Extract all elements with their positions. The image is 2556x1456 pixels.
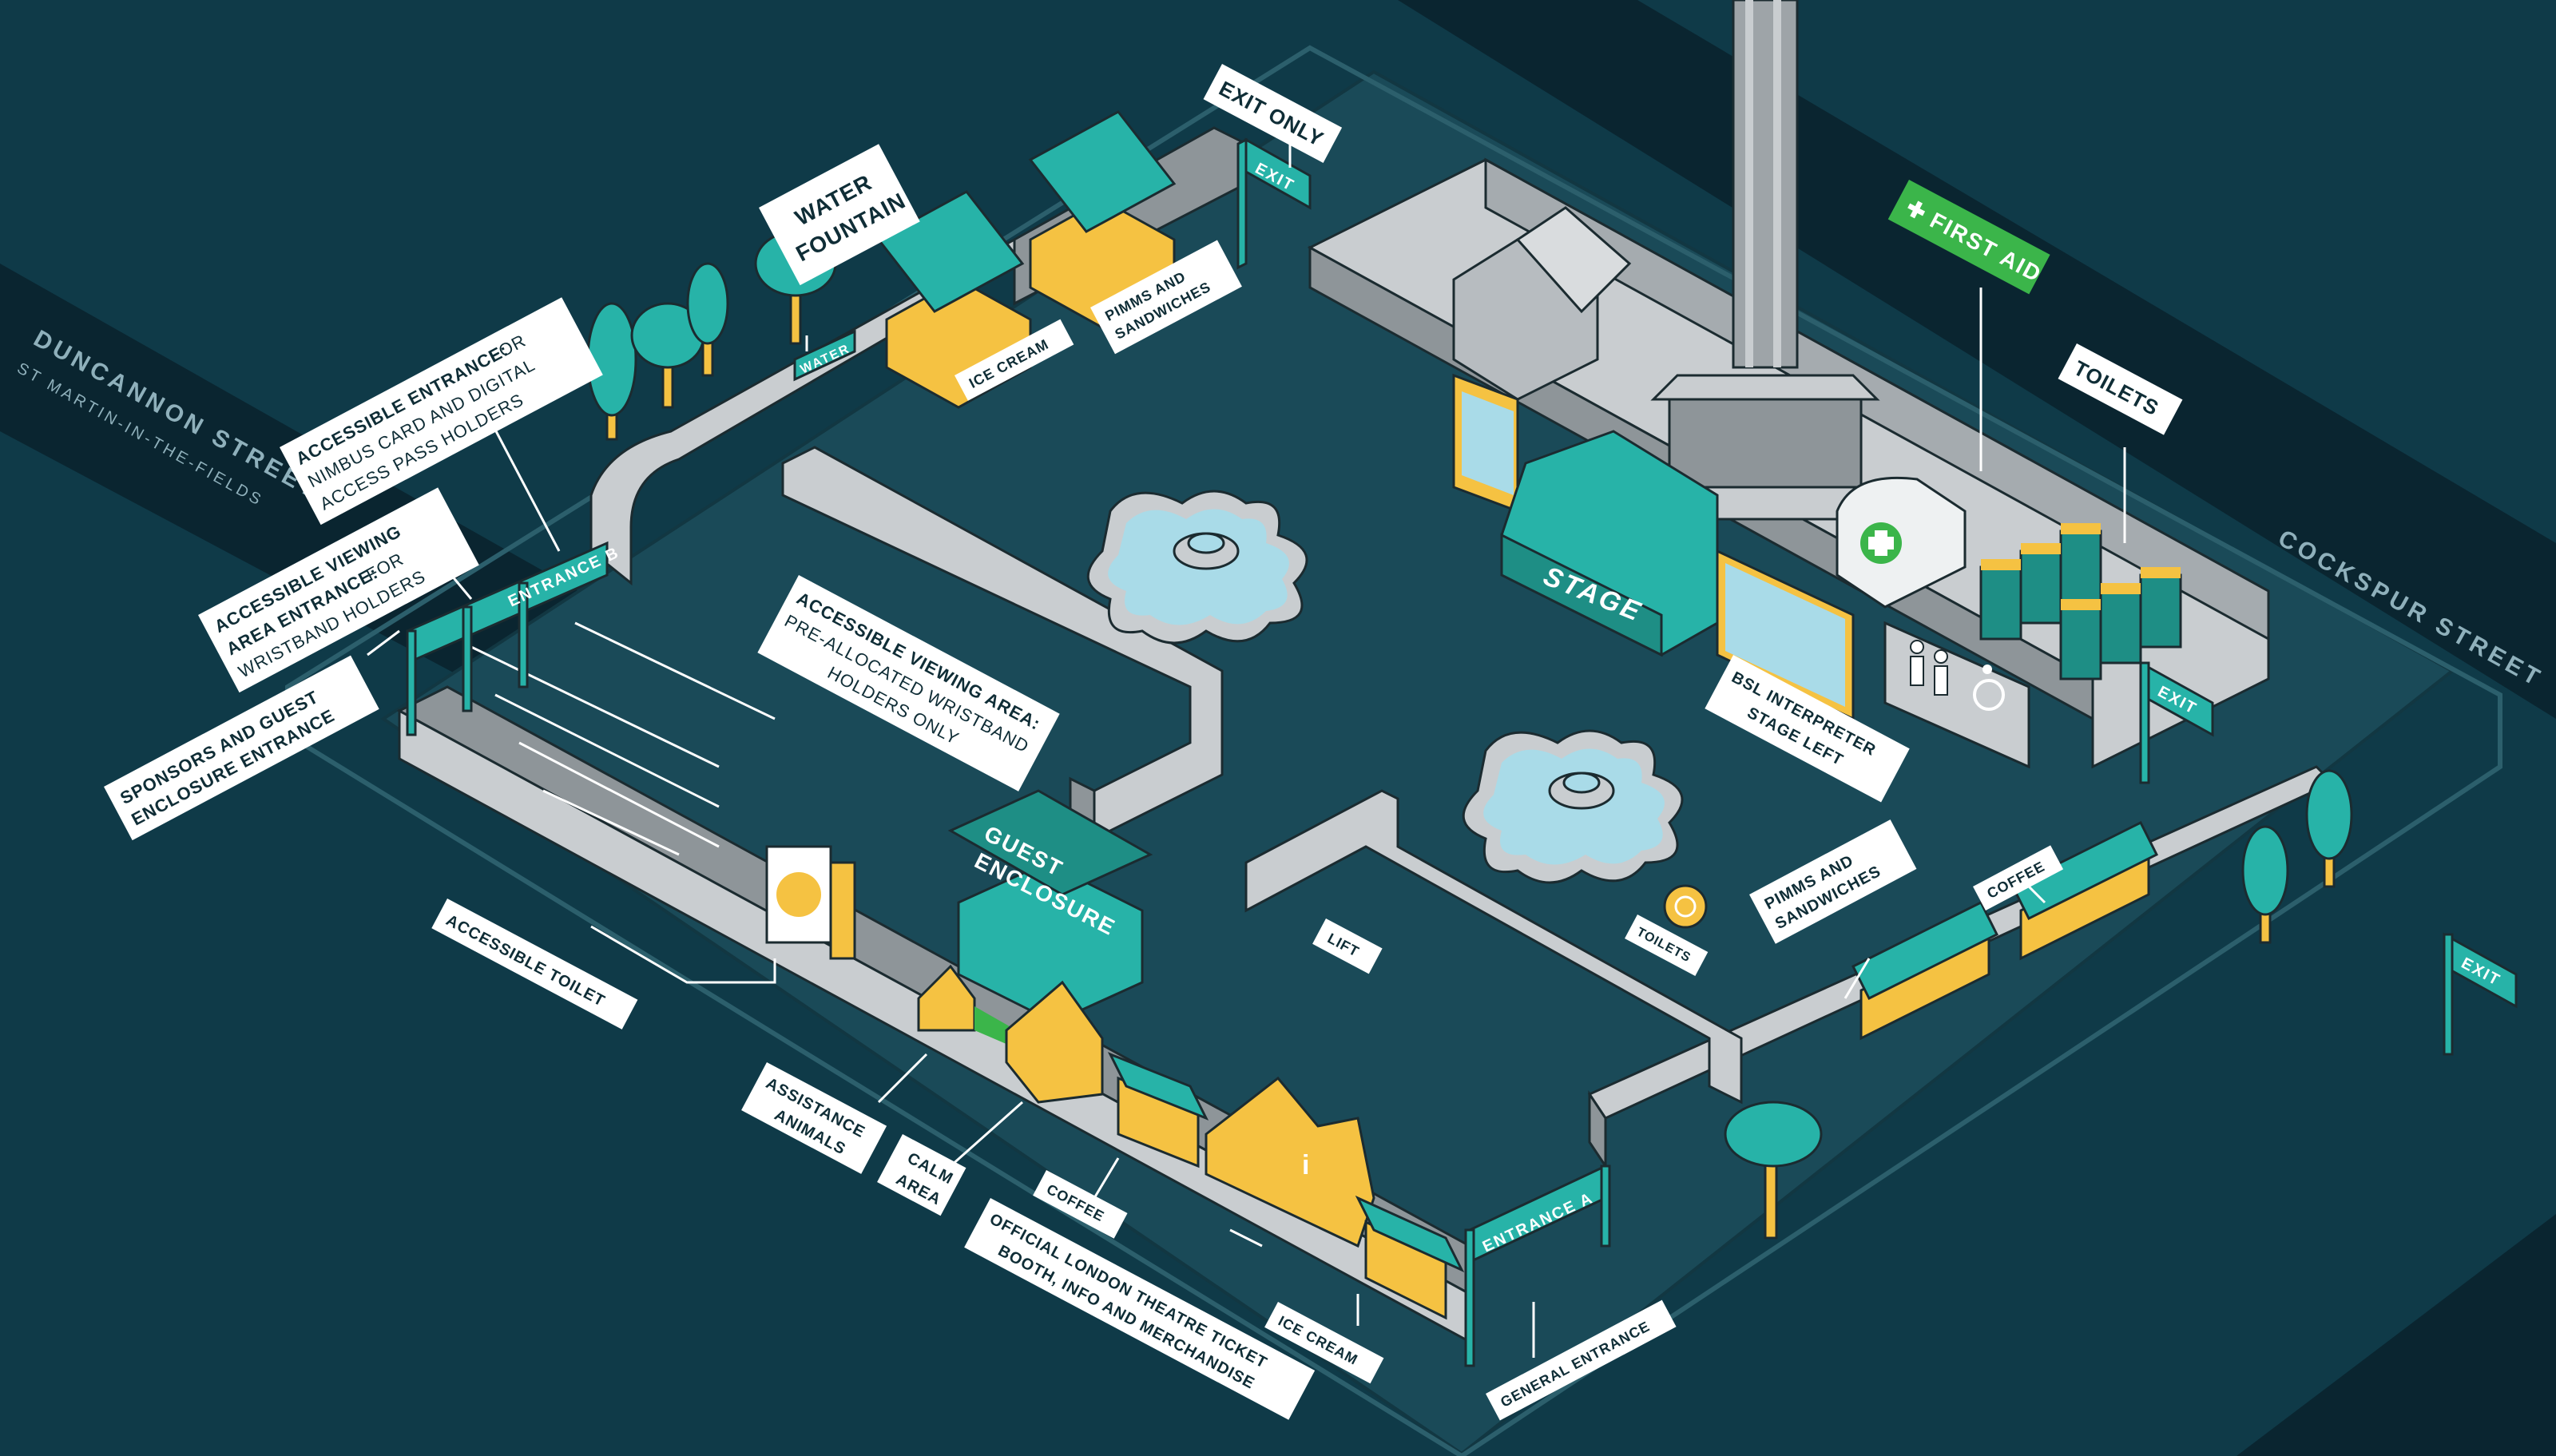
label-water-fountain: WATER FOUNTAIN	[758, 144, 920, 286]
tree-icon	[1724, 1101, 1823, 1240]
tree-icon	[630, 302, 705, 409]
plaza-outer-rim	[285, 45, 2502, 1456]
tree-icon	[686, 262, 729, 377]
first-aid-tent	[1836, 476, 1967, 609]
bottom-kiosks: i	[917, 964, 1465, 1320]
gate-exit-top: EXIT	[1236, 137, 1312, 270]
stage: STAGE	[1452, 373, 1855, 721]
fountain-icon	[1086, 490, 1308, 645]
toilet-sign-board	[1883, 621, 2030, 769]
toilet-people-icon	[1910, 640, 1948, 696]
trees-right	[1724, 769, 2353, 1240]
toilets-marker	[1663, 884, 1708, 929]
tree-icon	[2241, 825, 2289, 944]
trees-top-left	[586, 230, 837, 441]
leader-lines	[367, 128, 2126, 1358]
queue-barriers	[470, 621, 776, 856]
wheelchair-icon	[1973, 665, 2005, 711]
tree-icon	[2305, 769, 2353, 888]
label-calm-area: CALM AREA	[877, 1134, 966, 1216]
accessible-toilet-booth	[765, 845, 856, 960]
fountain-icon	[1462, 729, 1684, 884]
info-icon: i	[1302, 1150, 1311, 1180]
guest-enclosure: GUEST ENCLOSURE	[947, 789, 1153, 1024]
storage-hut	[1452, 206, 1632, 401]
wheelchair-icon	[1674, 895, 1697, 918]
label-lift: LIFT	[1312, 918, 1383, 974]
portable-toilets	[1979, 523, 2182, 680]
right-kiosks	[1851, 820, 2159, 1041]
wheelchair-icon	[776, 872, 821, 917]
tree-icon	[586, 302, 637, 441]
